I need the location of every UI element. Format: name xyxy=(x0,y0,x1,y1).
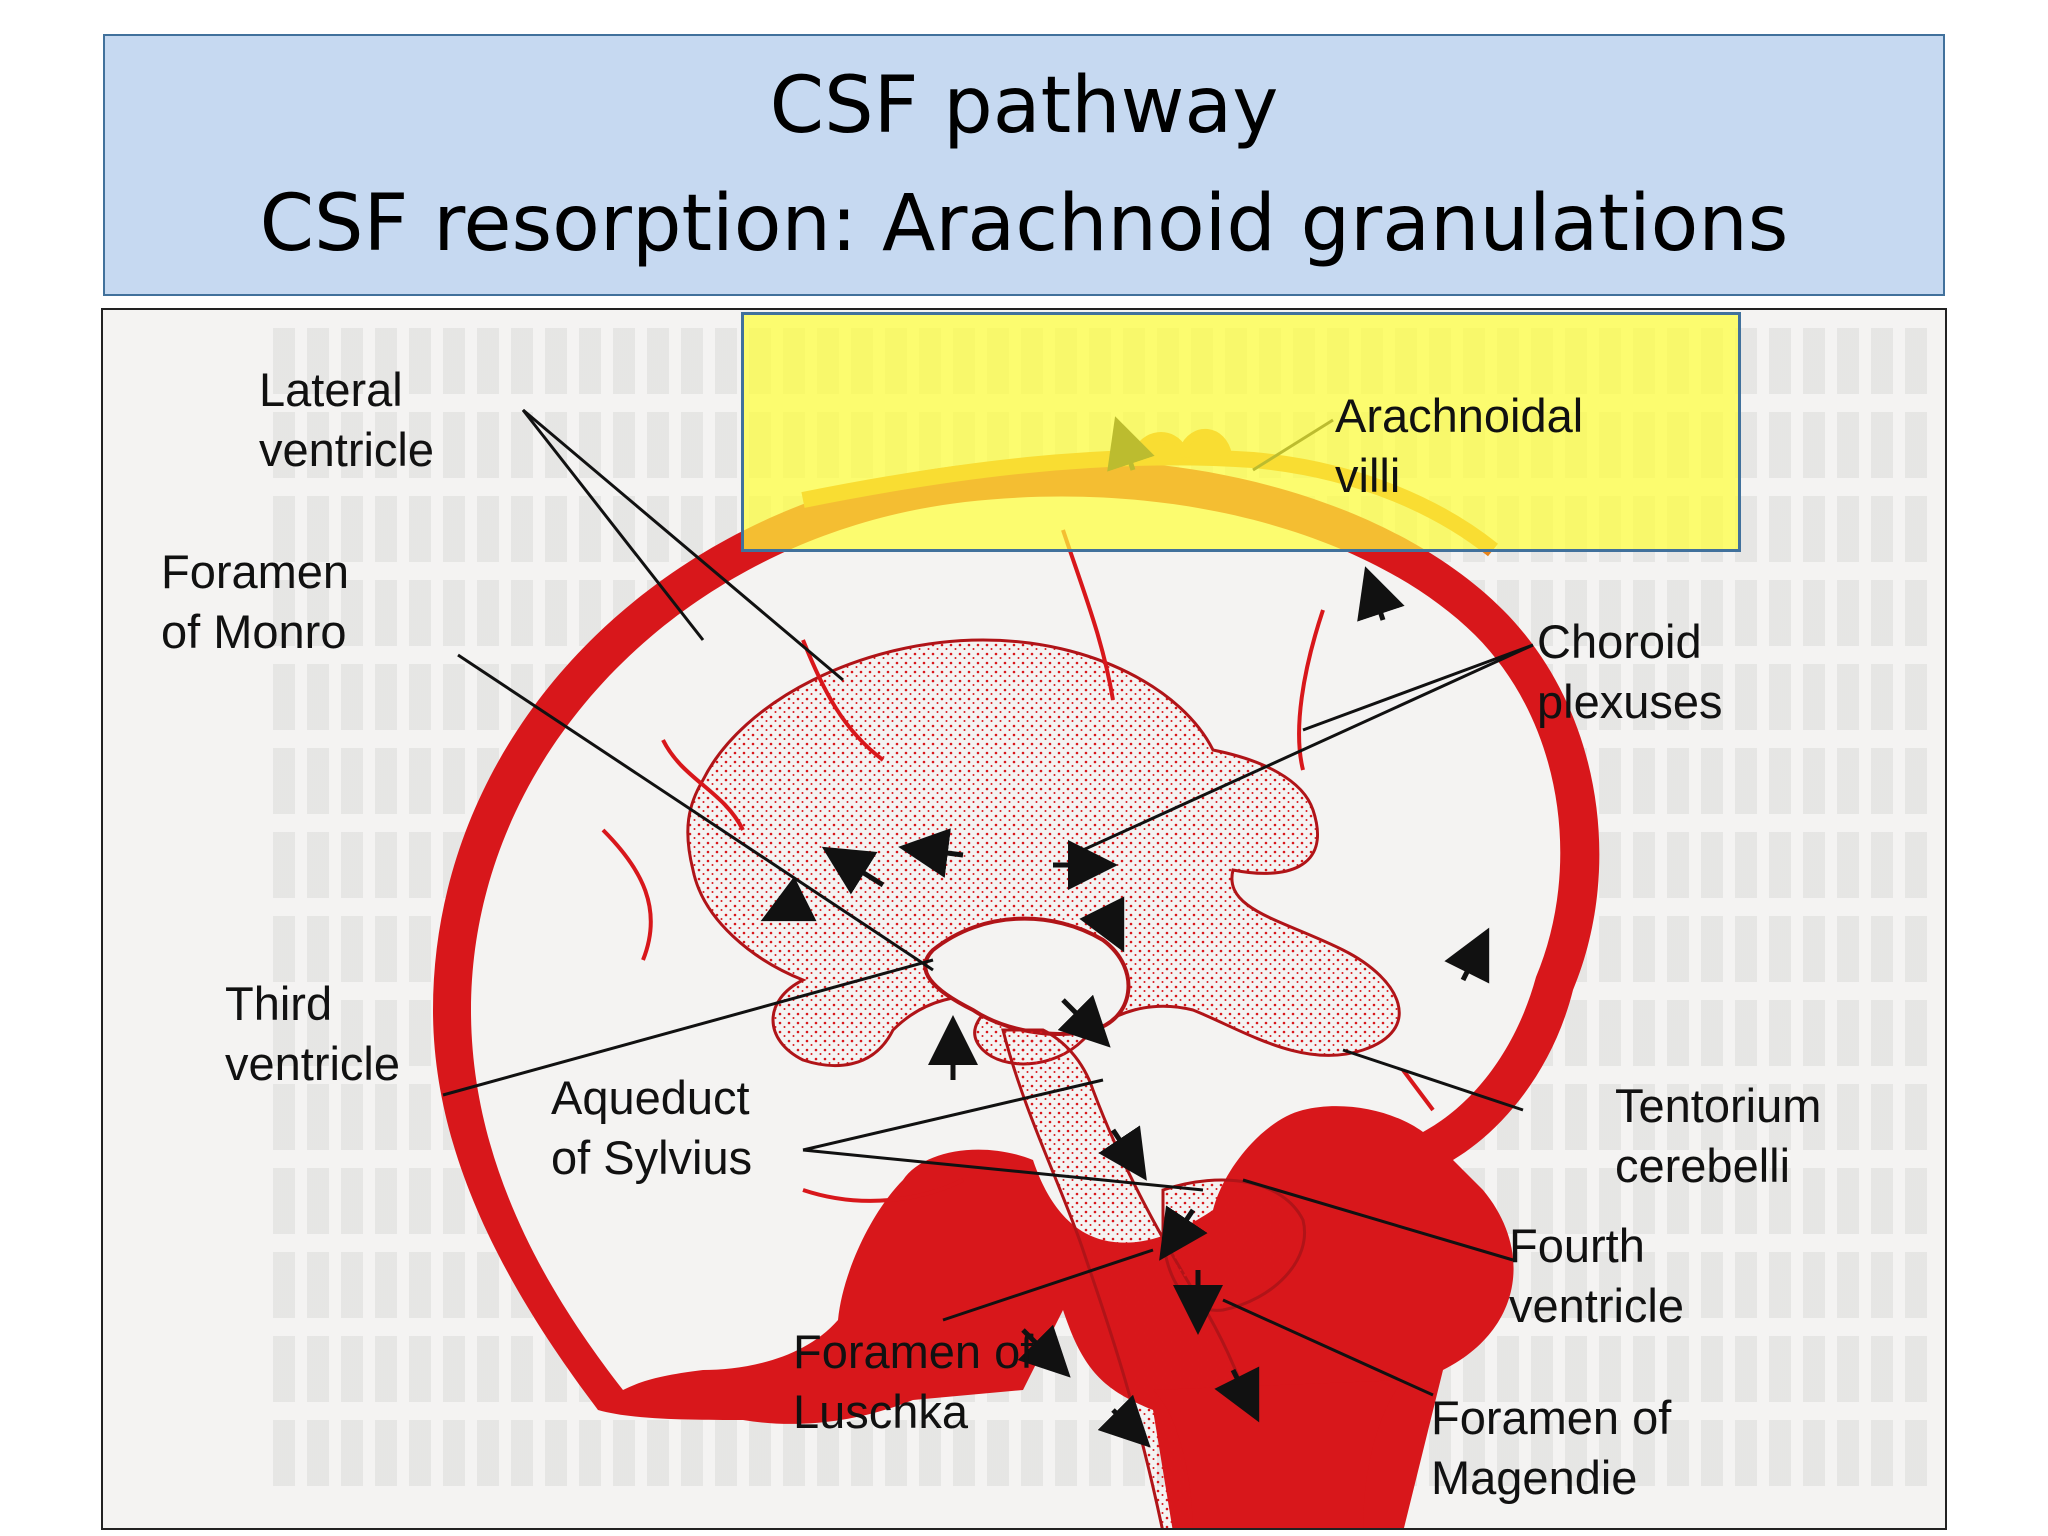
brain-csf-illustration xyxy=(433,408,1600,1528)
slide-subtitle: CSF resorption: Arachnoid granulations xyxy=(259,179,1789,269)
leader-lines xyxy=(442,408,1534,1397)
arachnoid-villi-highlight xyxy=(741,312,1741,552)
slide-title: CSF pathway xyxy=(769,61,1279,151)
title-box: CSF pathway CSF resorption: Arachnoid gr… xyxy=(103,34,1945,296)
